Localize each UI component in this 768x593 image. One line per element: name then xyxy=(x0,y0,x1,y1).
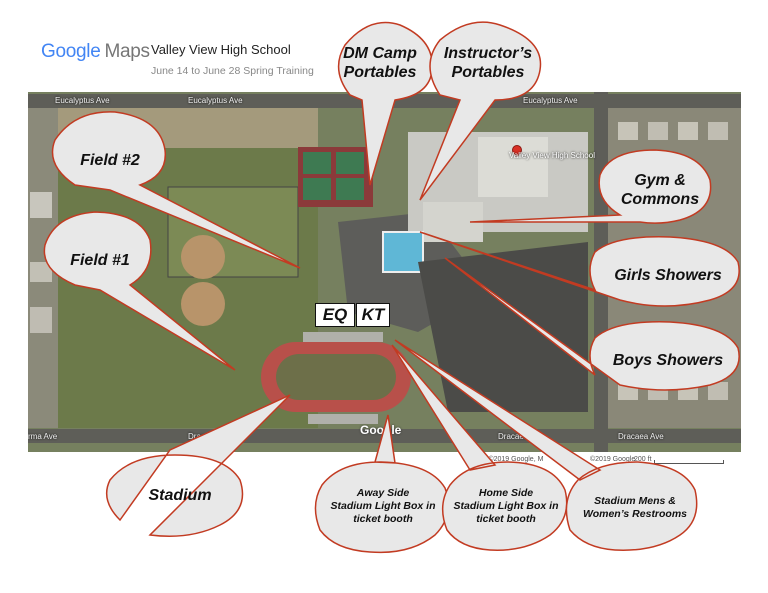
callout-bubble-home xyxy=(391,344,568,551)
callout-bubble-boys xyxy=(444,257,740,391)
callout-bubble-gym xyxy=(469,149,712,224)
road-label-eucalyptus: Eucalyptus Ave xyxy=(188,96,243,105)
maps-logo-text: Maps xyxy=(104,41,150,62)
callout-bubble-field1 xyxy=(43,211,236,371)
callout-restrooms: Stadium Mens & Women’s Restrooms xyxy=(582,495,688,520)
callout-bubble-away xyxy=(314,414,450,554)
road-label-dracaea: Dracaea Ave xyxy=(498,432,544,441)
callout-gym: Gym & Commons xyxy=(620,172,700,208)
road-label-dracaea: rma Ave xyxy=(28,432,58,441)
callout-dm-camp: DM Camp Portables xyxy=(343,45,417,81)
callout-boys-showers: Boys Showers xyxy=(612,351,724,369)
callout-stadium: Stadium xyxy=(148,486,212,504)
callout-bubble-instructors xyxy=(419,21,542,201)
map-attribution-2: ©2019 Google xyxy=(590,456,636,463)
scale-bar xyxy=(654,460,724,464)
school-map-label: Valley View High School xyxy=(509,151,595,160)
callout-bubble-field2 xyxy=(51,111,301,269)
callout-bubble-girls xyxy=(419,231,740,307)
road-label-dracaea: Dracaea Ave xyxy=(618,432,664,441)
tag-kt: KT xyxy=(356,303,390,327)
callout-girls-showers: Girls Showers xyxy=(614,266,722,284)
map-subtitle: June 14 to June 28 Spring Training xyxy=(151,65,314,77)
callout-instructors: Instructor’s Portables xyxy=(443,45,533,81)
callout-home-side: Home Side Stadium Light Box in ticket bo… xyxy=(453,486,559,525)
callout-bubble-restrooms xyxy=(394,339,698,551)
map-title: Valley View High School xyxy=(151,42,291,57)
callout-bubble-dm-camp xyxy=(337,21,433,186)
callout-field1: Field #1 xyxy=(70,251,130,269)
map-attribution: y ©2019 Google, M xyxy=(483,456,544,463)
google-logo-text: Google xyxy=(41,41,101,62)
road-label-eucalyptus: Eucalyptus Ave xyxy=(55,96,110,105)
tag-eq: EQ xyxy=(315,303,355,327)
scale-label: 200 ft xyxy=(634,456,652,463)
callout-field2: Field #2 xyxy=(80,151,140,169)
road-label-eucalyptus: Eucalyptus Ave xyxy=(523,96,578,105)
callout-bubble-stadium xyxy=(105,394,291,537)
callout-away-side: Away Side Stadium Light Box in ticket bo… xyxy=(330,486,436,525)
